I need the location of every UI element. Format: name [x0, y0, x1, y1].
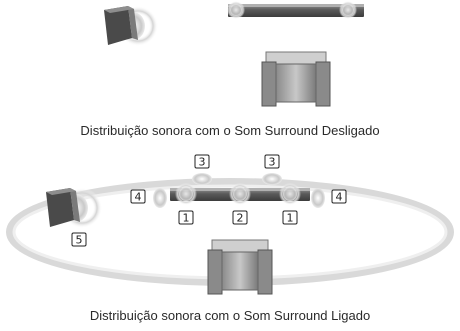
label-side-right: 4	[331, 189, 347, 204]
svg-text:1: 1	[183, 212, 190, 225]
side-left-sound-icon	[153, 188, 167, 208]
top-left-sound-icon	[192, 173, 212, 185]
svg-text:4: 4	[336, 191, 343, 204]
side-right-sound-icon	[311, 188, 325, 208]
subwoofer-icon	[104, 6, 158, 46]
label-woofer: 5	[71, 232, 87, 247]
top-right-sound-icon	[262, 173, 282, 185]
label-top-left: 3	[194, 154, 210, 169]
svg-text:3: 3	[199, 156, 206, 169]
label-front-left: 1	[178, 210, 194, 225]
svg-text:5: 5	[76, 234, 83, 247]
chair-icon	[207, 239, 273, 295]
subwoofer-icon	[46, 188, 102, 228]
label-front-right: 1	[282, 210, 298, 225]
svg-text:1: 1	[287, 212, 294, 225]
surround-on-caption: Distribuição sonora com o Som Surround L…	[89, 308, 371, 323]
label-side-left: 4	[130, 189, 146, 204]
label-top-right: 3	[264, 154, 280, 169]
svg-text:3: 3	[269, 156, 276, 169]
svg-text:2: 2	[237, 212, 244, 225]
svg-text:4: 4	[135, 191, 142, 204]
chair-icon	[261, 51, 331, 107]
soundbar-icon	[227, 1, 364, 19]
soundbar-icon	[170, 183, 310, 205]
label-center: 2	[232, 210, 248, 225]
surround-off-caption: Distribuição sonora com o Som Surround D…	[80, 123, 380, 138]
surround-on-diagram: 3 3 4 4 1 2 1 5	[6, 154, 454, 295]
surround-off-diagram	[104, 1, 364, 107]
